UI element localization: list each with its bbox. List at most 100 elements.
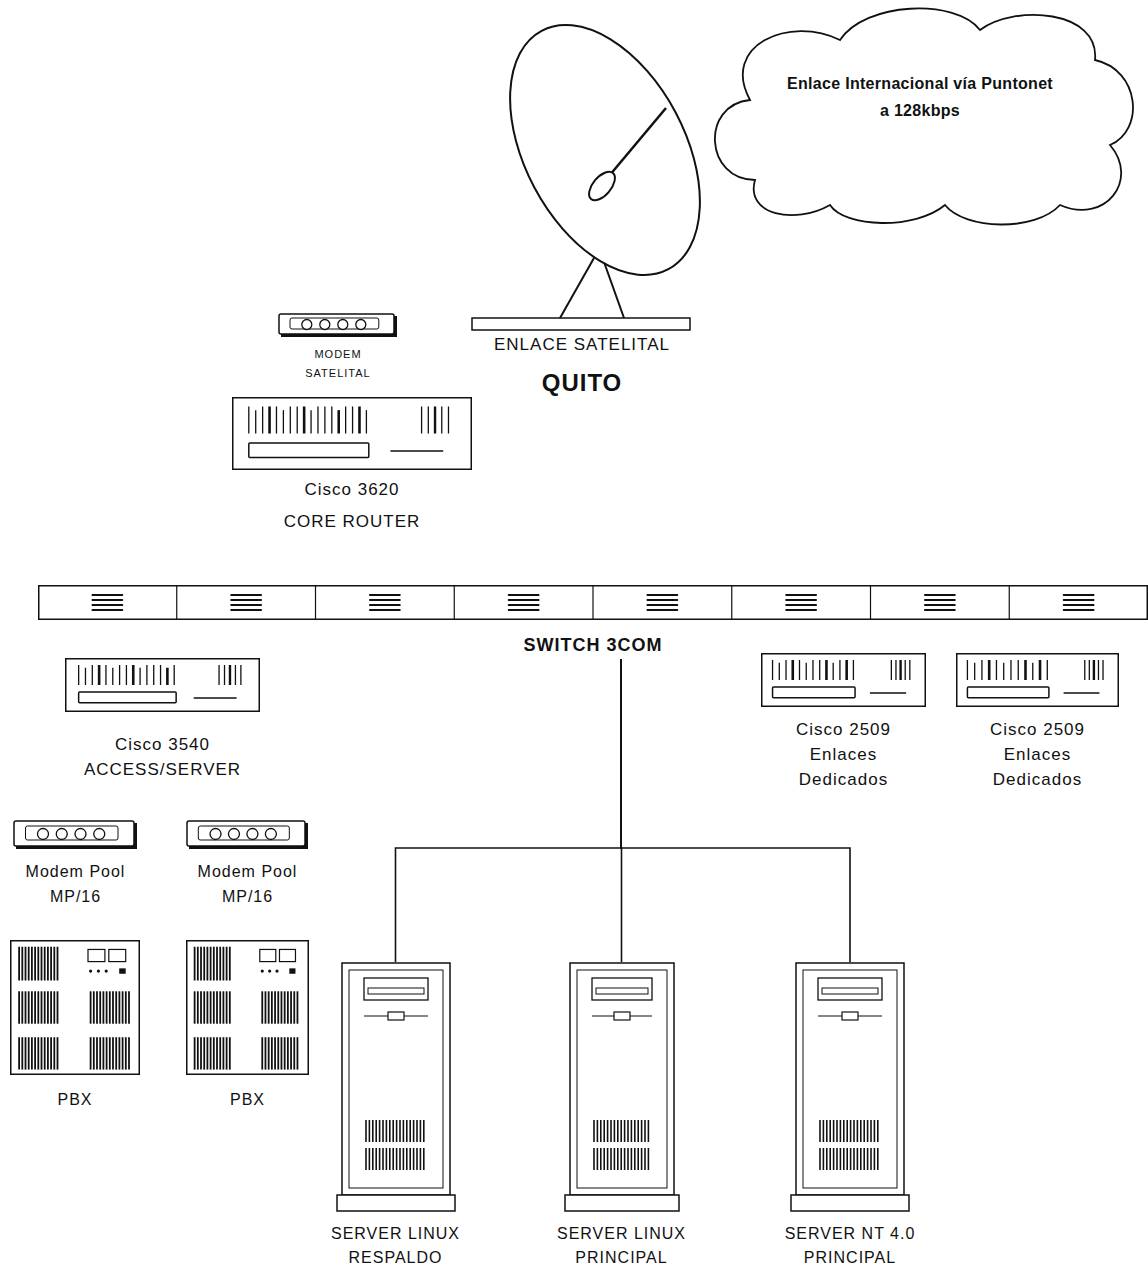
router-vent <box>1010 660 1011 680</box>
server-vent <box>637 1148 639 1170</box>
router-vent <box>785 660 786 680</box>
server-vent <box>870 1148 872 1170</box>
pbx-bars <box>112 1037 114 1069</box>
router-vent <box>899 660 901 680</box>
modem-pool-icon <box>186 820 309 850</box>
server-vent <box>620 1120 622 1142</box>
server-vent <box>596 1120 598 1142</box>
server-vent <box>843 1120 845 1142</box>
modem-light <box>228 829 239 840</box>
server-vent <box>419 1120 421 1142</box>
server-vent <box>371 1120 373 1142</box>
device-label: SWITCH 3COM <box>522 633 664 657</box>
router-vent <box>126 665 127 685</box>
server-vent <box>833 1148 835 1170</box>
pbx-bars <box>290 991 292 1023</box>
server-vent <box>412 1120 414 1142</box>
switch-vent <box>1064 599 1094 601</box>
server-vent <box>860 1148 862 1170</box>
device-label: PBX <box>56 1087 95 1112</box>
pbx-dot <box>119 968 126 973</box>
switch-divider <box>731 586 732 620</box>
pbx-dot <box>97 969 100 972</box>
server-vent <box>405 1120 407 1142</box>
pbx-bars <box>229 947 231 981</box>
server-vent <box>610 1120 612 1142</box>
switch-divider <box>1009 586 1010 620</box>
router-vent <box>1003 663 1004 680</box>
server-vent <box>836 1120 838 1142</box>
server-vent <box>368 1148 370 1170</box>
server-vent <box>409 1148 411 1170</box>
pbx-bars <box>223 947 225 981</box>
server-vent <box>874 1120 876 1142</box>
pbx-dot <box>105 969 108 972</box>
router-vent <box>153 665 154 685</box>
router-slot <box>773 687 856 698</box>
server-vent <box>840 1148 842 1170</box>
server-vent <box>877 1120 879 1142</box>
pbx-dot <box>261 969 264 972</box>
router-vent <box>317 406 318 433</box>
modem-light <box>75 829 86 840</box>
router-vent <box>1018 660 1019 680</box>
network-switch-icon <box>38 585 1148 620</box>
pbx-bars <box>103 991 105 1023</box>
switch-vent <box>231 604 261 606</box>
pbx-bars <box>21 991 23 1023</box>
pbx-display <box>260 949 276 961</box>
router-line <box>1064 692 1100 694</box>
modem-case <box>187 821 305 846</box>
modem-pool-icon <box>13 820 138 850</box>
server-button <box>614 1012 630 1020</box>
pbx-bars <box>200 1037 202 1069</box>
server-vent <box>368 1120 370 1142</box>
server-vent <box>630 1148 632 1170</box>
pbx-bars <box>44 1037 46 1069</box>
pbx-bars <box>57 991 59 1023</box>
router-vent <box>799 660 800 680</box>
satellite-modem: MODEM SATELITAL <box>278 313 398 383</box>
server-body <box>570 963 674 1195</box>
pbx-bars <box>31 991 33 1023</box>
server-vent <box>382 1120 384 1142</box>
pbx-bars <box>261 991 263 1023</box>
router-vent <box>891 660 892 680</box>
server-vent <box>382 1148 384 1170</box>
device-label: Cisco 2509 Enlaces Dedicados <box>794 717 893 792</box>
pbx-bars <box>203 1037 205 1069</box>
switch-vent <box>509 594 539 596</box>
pbx-bars <box>115 1037 117 1069</box>
router-vent <box>310 410 311 433</box>
pbx-dot <box>268 969 271 972</box>
satellite-modem-icon <box>278 313 398 338</box>
server-vent <box>823 1120 825 1142</box>
modem-pool: Modem Pool MP/16 <box>186 820 309 909</box>
pbx-bars <box>261 1037 263 1069</box>
pbx-bars <box>18 947 20 981</box>
server-vent <box>385 1148 387 1170</box>
pbx-bars <box>34 947 36 981</box>
server-vent <box>610 1148 612 1170</box>
server-vent <box>392 1148 394 1170</box>
server-vent <box>402 1120 404 1142</box>
server-vent <box>402 1148 404 1170</box>
modem-light <box>265 829 276 840</box>
server-vent <box>395 1148 397 1170</box>
pbx-bars <box>284 1037 286 1069</box>
server-tower: SERVER NT 4.0 PRINCIPAL <box>783 962 917 1270</box>
router-slot <box>967 687 1049 698</box>
server-button <box>842 1012 858 1020</box>
server-drive-slot <box>368 988 424 994</box>
pbx-bars <box>18 1037 20 1069</box>
router-vent <box>345 406 346 433</box>
pbx-bars <box>281 991 283 1023</box>
pbx-bars <box>128 991 130 1023</box>
server-vent <box>365 1148 367 1170</box>
server-vent <box>640 1148 642 1170</box>
server-vent <box>375 1148 377 1170</box>
pbx-bars <box>216 1037 218 1069</box>
pbx-bars <box>210 947 212 981</box>
switch-vent <box>92 594 122 596</box>
pbx-bars <box>219 947 221 981</box>
